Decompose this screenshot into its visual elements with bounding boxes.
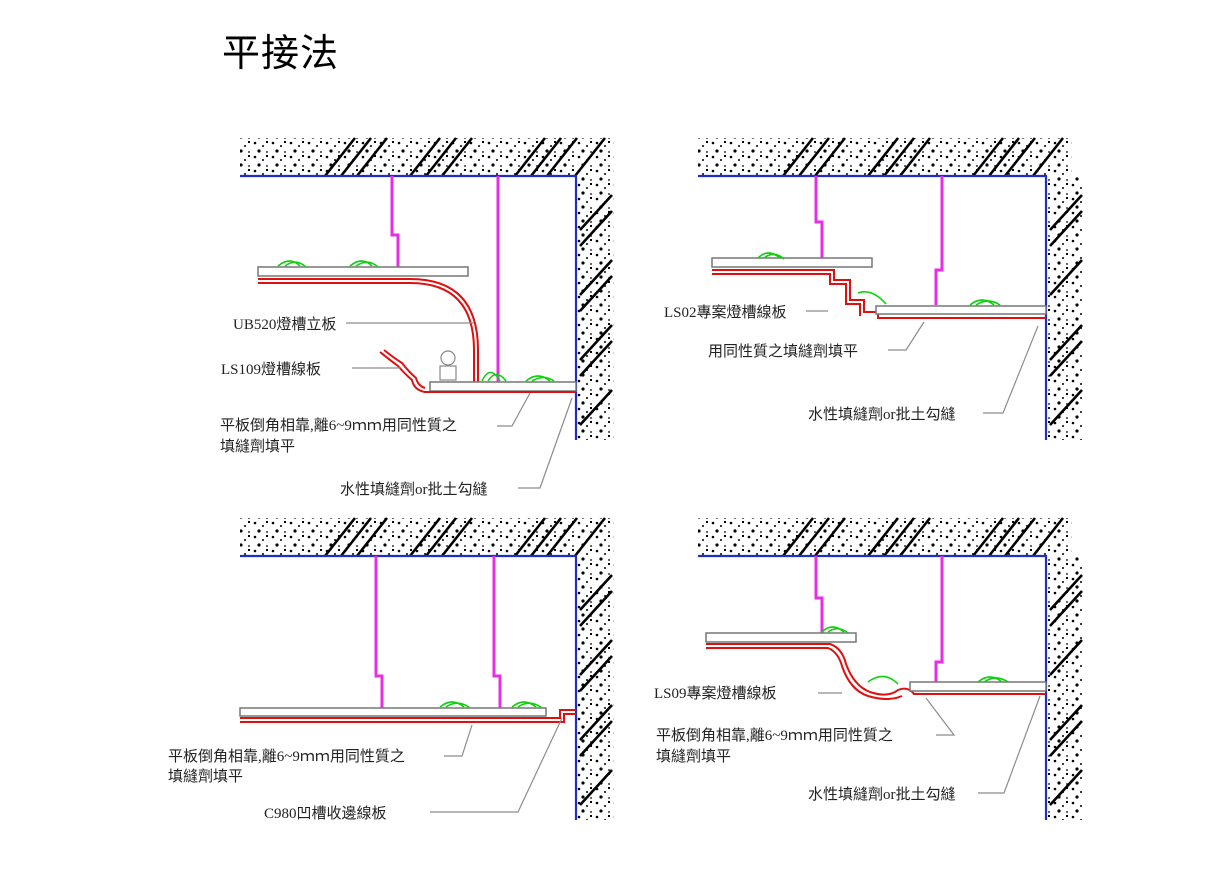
page-title: 平接法: [222, 31, 340, 75]
label-chamfer-note-1: 平板倒角相靠,離6~9ｍｍ用同性質之: [656, 726, 893, 744]
panel-top-left: UB520燈槽立板 LS109燈槽線板 平板倒角相靠,離6~9ｍｍ用同性質之 填…: [220, 136, 614, 498]
label-ub520: UB520燈槽立板: [233, 315, 336, 333]
label-caulk: 水性填縫劑or批土勾縫: [808, 406, 956, 423]
panel-bottom-left: 平板倒角相靠,離6~9ｍｍ用同性質之 填縫劑填平 C980凹槽收邊線板: [168, 516, 614, 822]
label-chamfer-note-1: 平板倒角相靠,離6~9ｍｍ用同性質之: [168, 747, 405, 765]
panel-top-right: LS02專案燈槽線板 用同性質之填縫劑填平 水性填縫劑or批土勾縫: [664, 136, 1084, 440]
label-chamfer-note-1: 平板倒角相靠,離6~9ｍｍ用同性質之: [220, 416, 457, 434]
label-caulk: 水性填縫劑or批土勾縫: [340, 481, 488, 498]
label-ls109: LS109燈槽線板: [221, 360, 321, 378]
label-chamfer-note-2: 填縫劑填平: [656, 748, 731, 765]
label-caulk: 水性填縫劑or批土勾縫: [808, 786, 956, 803]
label-c980: C980凹槽收邊線板: [264, 804, 387, 822]
label-chamfer-note-2: 填縫劑填平: [168, 768, 243, 785]
label-fill-note: 用同性質之填縫劑填平: [708, 342, 858, 360]
label-ls02: LS02專案燈槽線板: [664, 303, 787, 321]
panel-bottom-right: LS09專案燈槽線板 平板倒角相靠,離6~9ｍｍ用同性質之 填縫劑填平 水性填縫…: [654, 516, 1084, 820]
label-ls09: LS09專案燈槽線板: [654, 684, 777, 702]
label-chamfer-note-2: 填縫劑填平: [220, 438, 295, 455]
